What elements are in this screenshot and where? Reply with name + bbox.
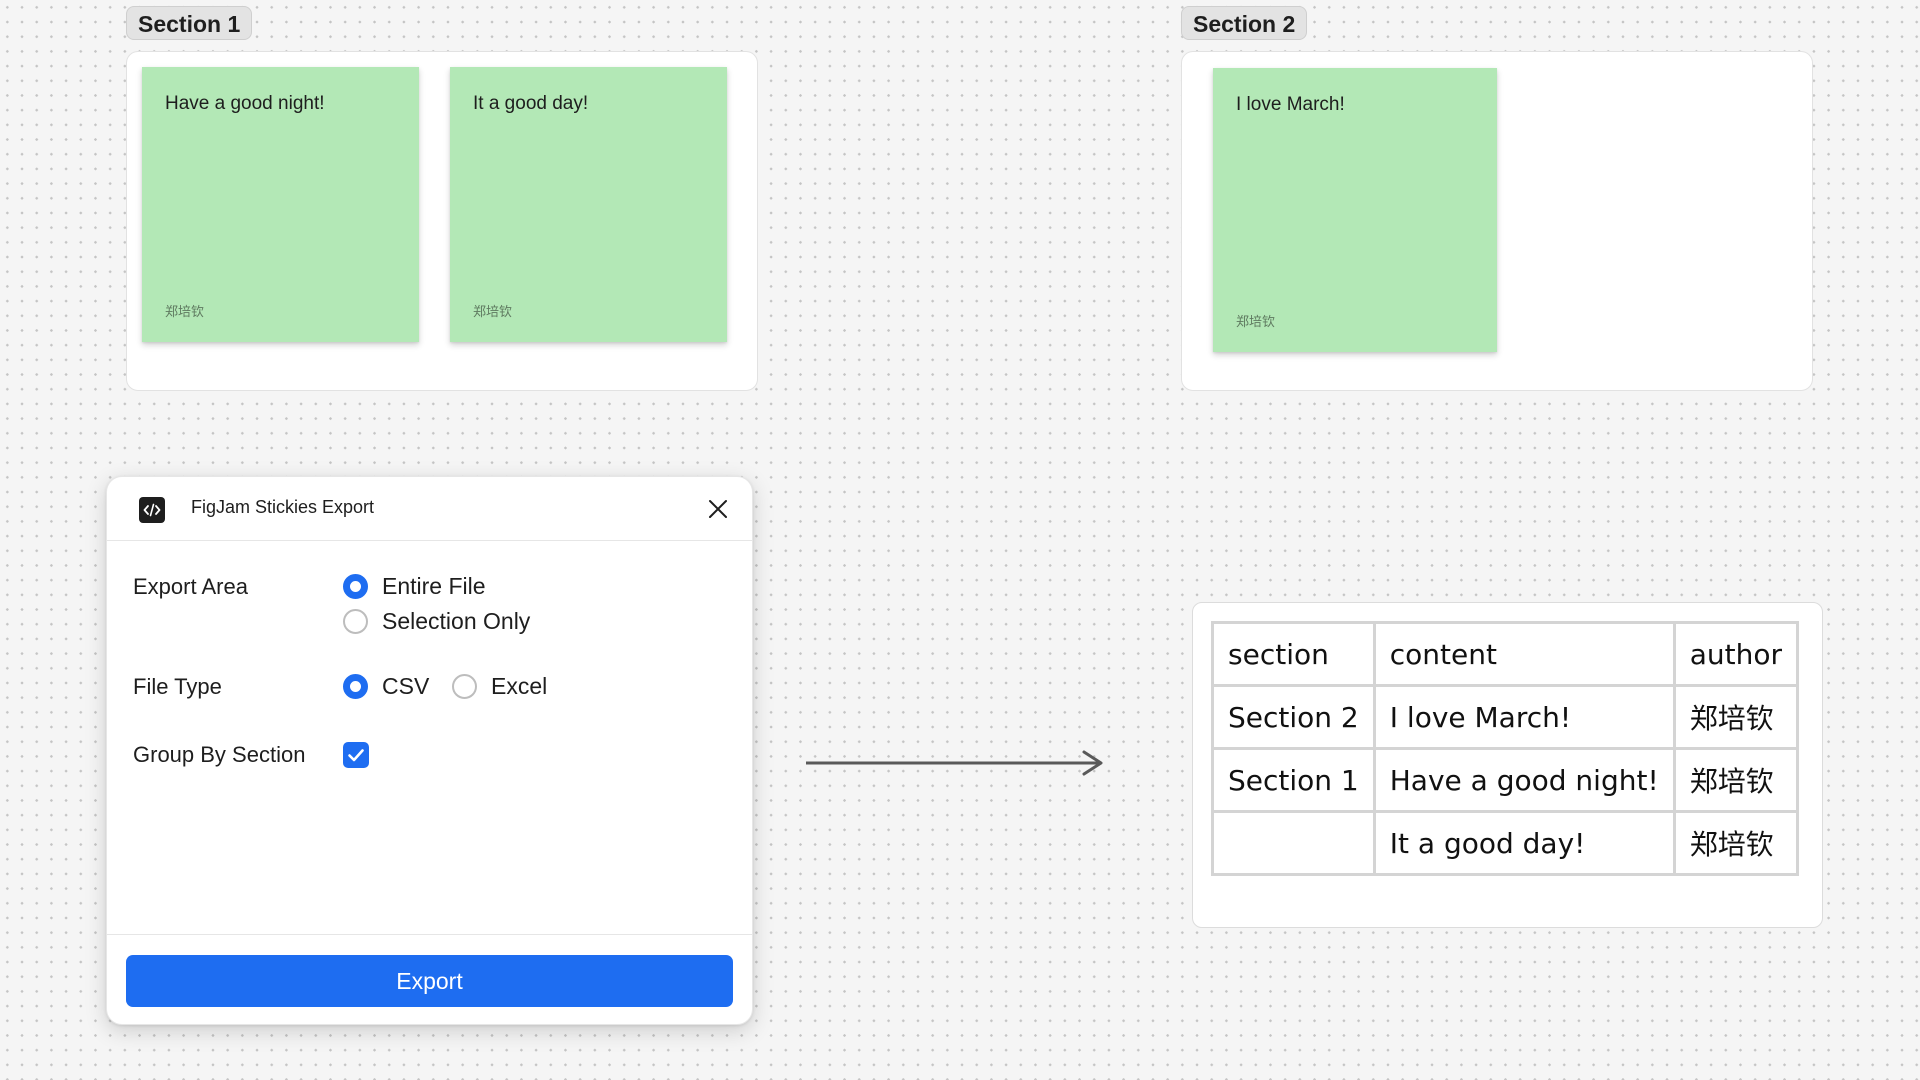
code-brackets-icon bbox=[139, 497, 165, 523]
table-cell: Section 1 bbox=[1211, 747, 1376, 813]
sticky-text: I love March! bbox=[1236, 94, 1345, 115]
table-cell: Have a good night! bbox=[1372, 747, 1676, 813]
checkmark-icon bbox=[348, 749, 364, 762]
column-header: author bbox=[1672, 621, 1799, 687]
table-header-row: section content author bbox=[1211, 621, 1799, 687]
table-row: Section 2 I love March! 郑培钦 bbox=[1211, 684, 1799, 750]
section-2-frame[interactable]: I love March! 郑培钦 bbox=[1181, 51, 1813, 391]
sticky-note[interactable]: I love March! 郑培钦 bbox=[1213, 68, 1497, 352]
plugin-window: FigJam Stickies Export Export Area Entir… bbox=[106, 476, 753, 1025]
section-1-frame[interactable]: Have a good night! 郑培钦 It a good day! 郑培… bbox=[126, 51, 758, 391]
sticky-author: 郑培钦 bbox=[1236, 314, 1276, 329]
section-1-label[interactable]: Section 1 bbox=[126, 6, 253, 40]
export-button[interactable]: Export bbox=[126, 955, 733, 1007]
table-row: Section 1 Have a good night! 郑培钦 bbox=[1211, 747, 1799, 813]
radio-excel[interactable] bbox=[452, 674, 477, 699]
table-cell: I love March! bbox=[1372, 684, 1676, 750]
footer-divider bbox=[107, 934, 752, 935]
group-by-section-checkbox[interactable] bbox=[343, 742, 369, 768]
column-header: section bbox=[1211, 621, 1376, 687]
sticky-author: 郑培钦 bbox=[473, 304, 513, 319]
plugin-title: FigJam Stickies Export bbox=[191, 497, 375, 517]
option-csv-label[interactable]: CSV bbox=[382, 673, 430, 699]
file-type-label: File Type bbox=[133, 674, 222, 699]
arrow-right-icon bbox=[806, 750, 1103, 776]
radio-csv[interactable] bbox=[343, 674, 368, 699]
table-cell: 郑培钦 bbox=[1672, 810, 1799, 876]
sticky-author: 郑培钦 bbox=[165, 304, 205, 319]
group-by-section-label: Group By Section bbox=[133, 742, 306, 767]
table-cell bbox=[1211, 810, 1376, 876]
radio-entire-file[interactable] bbox=[343, 574, 368, 599]
radio-selection-only[interactable] bbox=[343, 609, 368, 634]
table-cell: Section 2 bbox=[1211, 684, 1376, 750]
table-row: It a good day! 郑培钦 bbox=[1211, 810, 1799, 876]
table-cell: 郑培钦 bbox=[1672, 747, 1799, 813]
column-header: content bbox=[1372, 621, 1676, 687]
export-area-label: Export Area bbox=[133, 574, 248, 599]
sticky-text: It a good day! bbox=[473, 93, 589, 114]
plugin-header: FigJam Stickies Export bbox=[107, 477, 752, 541]
result-table: section content author Section 2 I love … bbox=[1211, 621, 1799, 876]
close-icon[interactable] bbox=[704, 495, 732, 523]
sticky-text: Have a good night! bbox=[165, 93, 325, 114]
table-cell: It a good day! bbox=[1372, 810, 1676, 876]
option-selection-only-label[interactable]: Selection Only bbox=[382, 608, 531, 634]
sticky-note[interactable]: Have a good night! 郑培钦 bbox=[142, 67, 419, 342]
option-entire-file-label[interactable]: Entire File bbox=[382, 573, 486, 599]
table-cell: 郑培钦 bbox=[1672, 684, 1799, 750]
sticky-note[interactable]: It a good day! 郑培钦 bbox=[450, 67, 727, 342]
export-result-card: section content author Section 2 I love … bbox=[1192, 602, 1823, 928]
option-excel-label[interactable]: Excel bbox=[491, 673, 548, 699]
section-2-label[interactable]: Section 2 bbox=[1181, 6, 1308, 40]
